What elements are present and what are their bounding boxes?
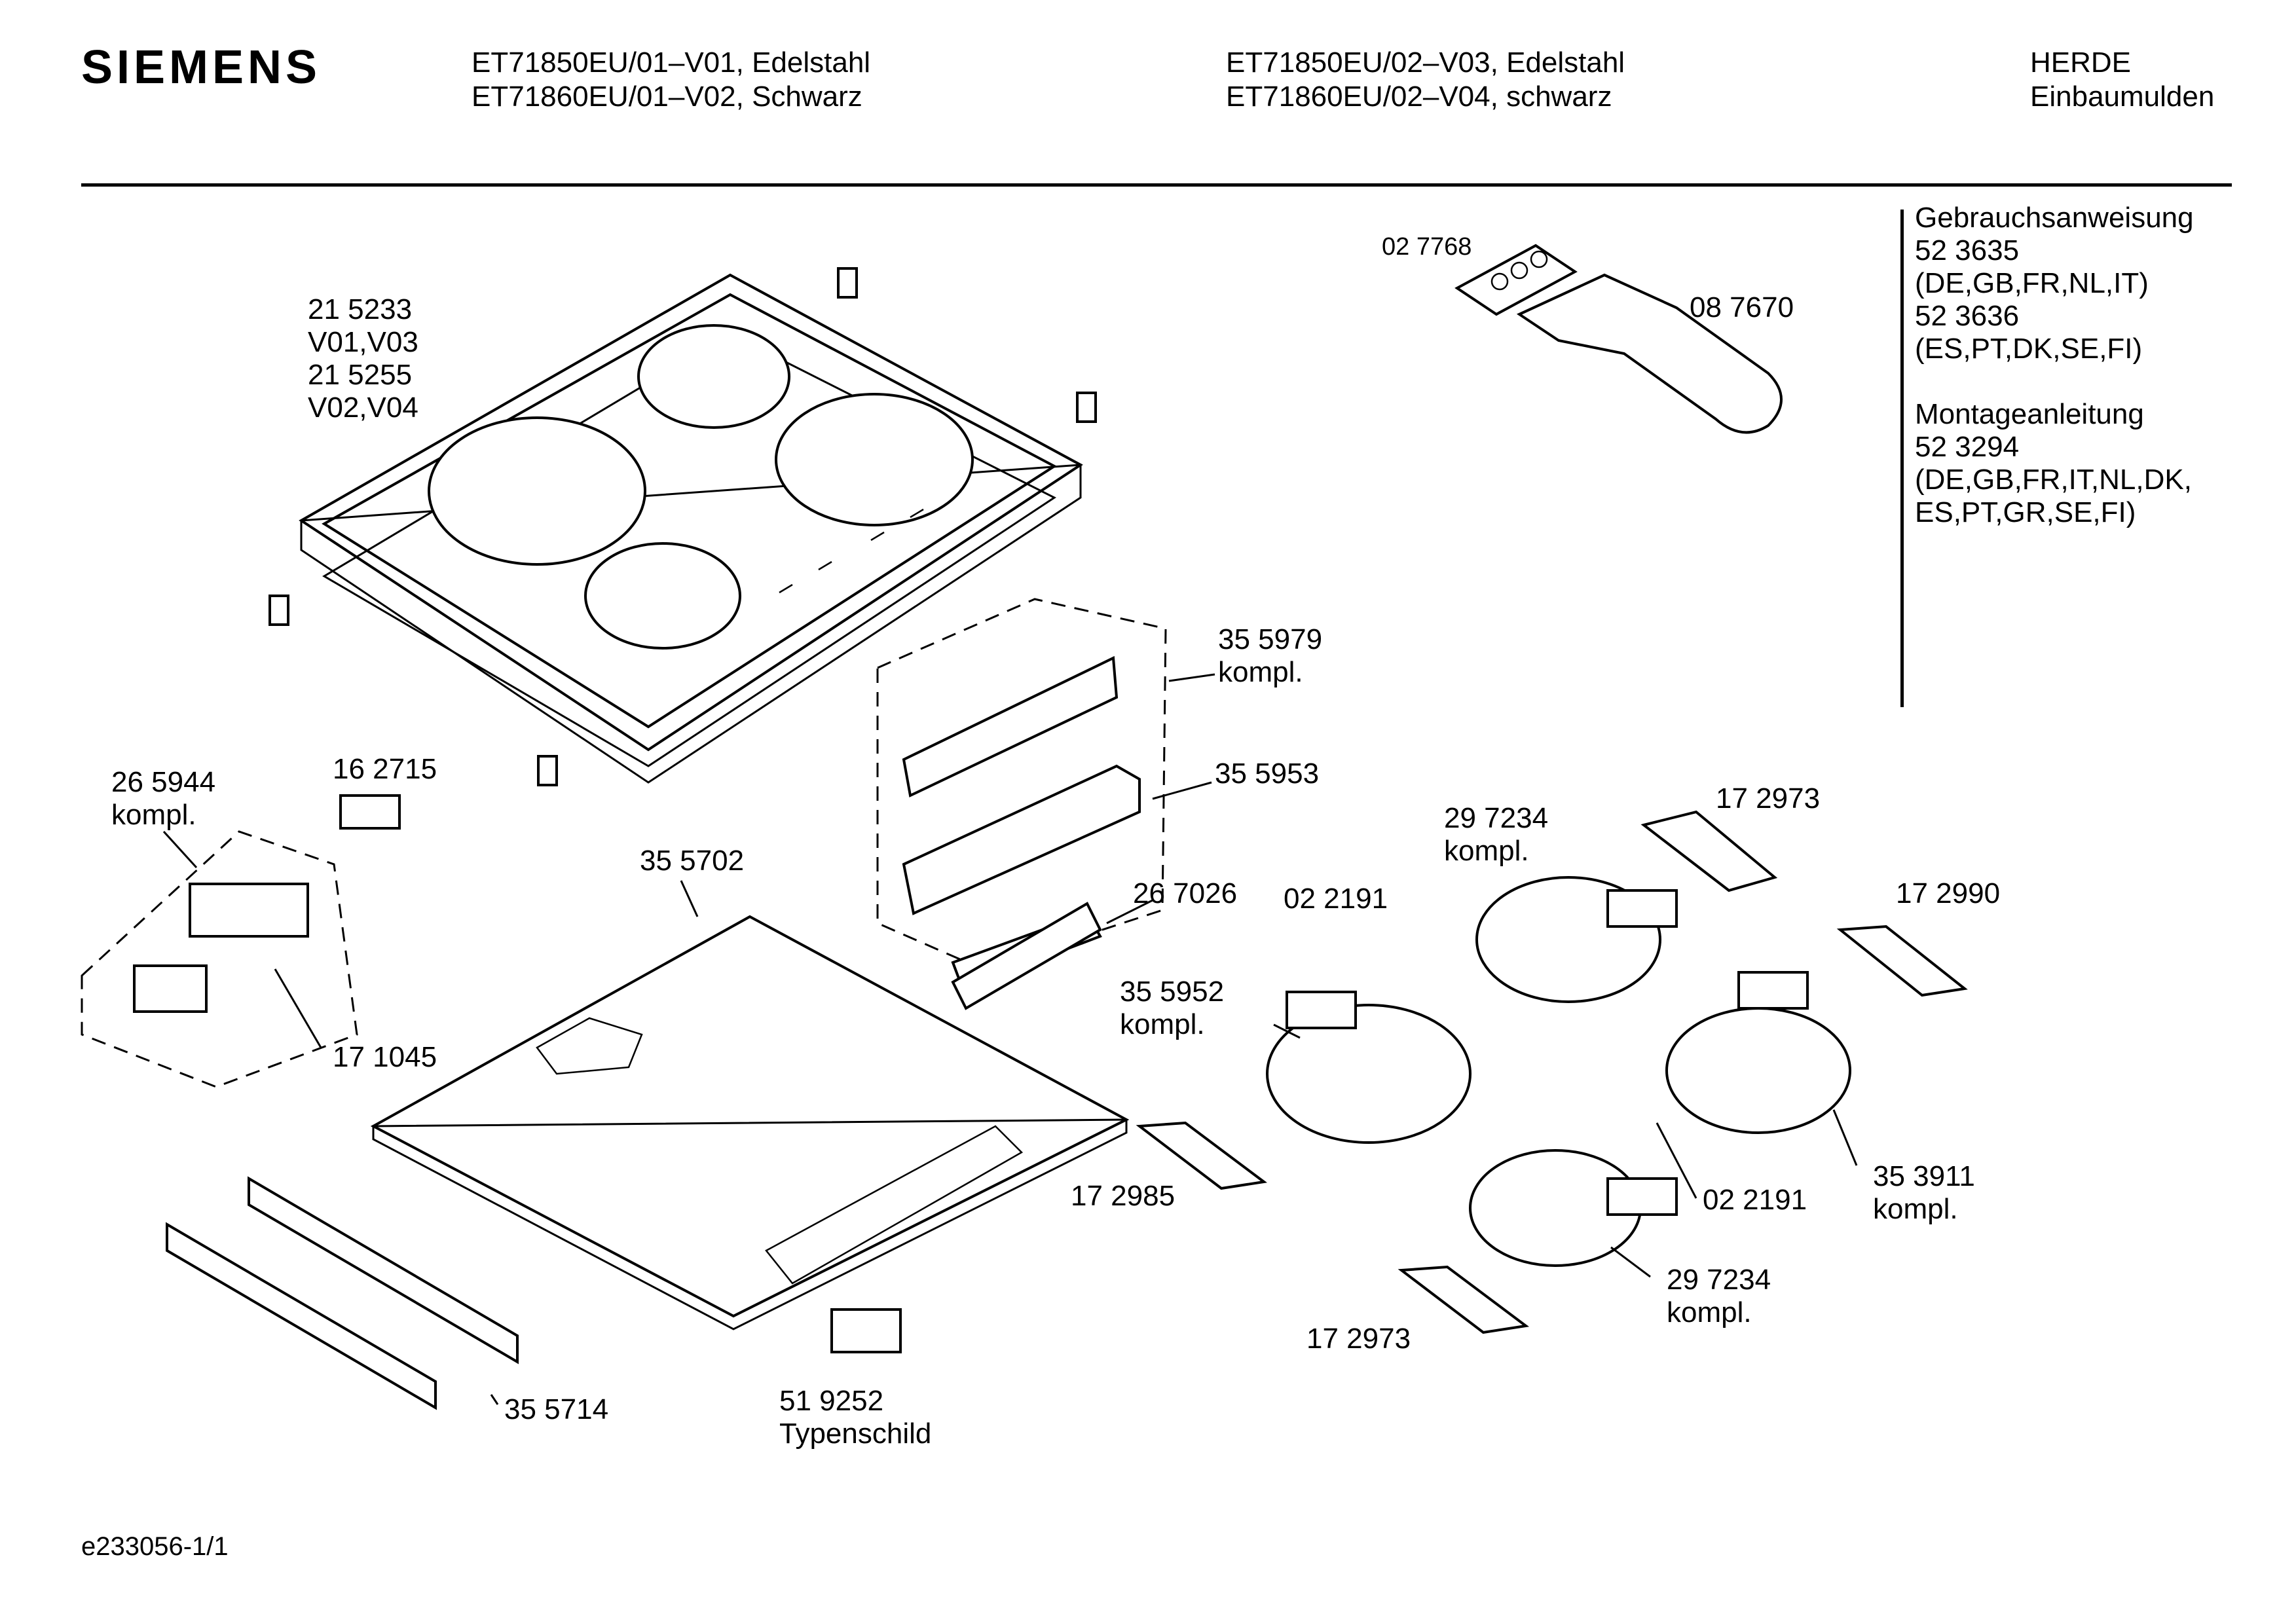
part-label-172973-top: 17 2973 bbox=[1716, 782, 1821, 815]
part-label-022191-right: 02 2191 bbox=[1703, 1184, 1807, 1216]
part-note: kompl. bbox=[1120, 1008, 1205, 1040]
part-label-267026: 26 7026 bbox=[1133, 877, 1238, 909]
part-number: 21 5255 bbox=[308, 359, 413, 391]
part-label-355979: 35 5979 kompl. bbox=[1218, 623, 1322, 689]
glass-top-drawing bbox=[299, 273, 1083, 784]
part-label-glass-top: 21 5233 V01,V03 21 5255 V02,V04 bbox=[308, 293, 418, 424]
category-line: Einbaumulden bbox=[2030, 81, 2215, 113]
part-label-172990: 17 2990 bbox=[1896, 877, 2001, 909]
part-note: kompl. bbox=[1444, 835, 1529, 867]
part-number: 35 5979 bbox=[1218, 623, 1323, 655]
part-note: kompl. bbox=[1218, 656, 1303, 688]
part-label-355702: 35 5702 bbox=[640, 845, 745, 877]
model-column-2: ET71850EU/02–V03, Edelstahl ET71860EU/02… bbox=[1226, 46, 1625, 114]
header-divider bbox=[81, 183, 2232, 187]
mounting-rails-drawing bbox=[166, 1176, 519, 1410]
part-label-297234-bottom: 29 7234 kompl. bbox=[1667, 1264, 1771, 1329]
part-label-022191-left: 02 2191 bbox=[1284, 883, 1388, 915]
install-title: Montageanleitung bbox=[1915, 398, 2144, 430]
part-label-172985: 17 2985 bbox=[1071, 1180, 1176, 1212]
part-note: kompl. bbox=[1873, 1193, 1958, 1225]
part-number: 51 9252 bbox=[779, 1385, 884, 1417]
part-number: 35 3911 bbox=[1873, 1160, 1975, 1192]
model-line: ET71860EU/02–V04, schwarz bbox=[1226, 81, 1612, 113]
model-column-1: ET71850EU/01–V01, Edelstahl ET71860EU/01… bbox=[472, 46, 870, 114]
document-code: e233056-1/1 bbox=[81, 1532, 229, 1561]
control-module-drawing bbox=[876, 598, 1167, 991]
manual-line: (ES,PT,DK,SE,FI) bbox=[1915, 333, 2143, 365]
model-line: ET71860EU/01–V02, Schwarz bbox=[472, 81, 862, 113]
manual-line: 52 3635 bbox=[1915, 234, 2020, 266]
part-label-355952: 35 5952 kompl. bbox=[1120, 976, 1224, 1041]
install-line: ES,PT,GR,SE,FI) bbox=[1915, 496, 2136, 528]
category-column: HERDE Einbaumulden bbox=[2030, 46, 2214, 114]
brackets-drawing bbox=[951, 810, 1968, 1334]
part-variant: V01,V03 bbox=[308, 326, 418, 358]
rating-plate-drawing bbox=[830, 1308, 902, 1353]
part-number: 29 7234 bbox=[1444, 802, 1549, 834]
part-number: 29 7234 bbox=[1667, 1264, 1771, 1296]
manual-line: 52 3636 bbox=[1915, 300, 2020, 332]
docs-divider bbox=[1900, 210, 1904, 707]
model-line: ET71850EU/02–V03, Edelstahl bbox=[1226, 46, 1625, 79]
install-line: 52 3294 bbox=[1915, 431, 2020, 463]
model-line: ET71850EU/01–V01, Edelstahl bbox=[472, 46, 871, 79]
part-number: 21 5233 bbox=[308, 293, 413, 325]
part-label-171045: 17 1045 bbox=[333, 1041, 437, 1073]
part-label-355953: 35 5953 bbox=[1215, 758, 1320, 790]
part-label-162715: 16 2715 bbox=[333, 753, 437, 785]
part-label-519252: 51 9252 Typenschild bbox=[779, 1385, 931, 1450]
install-line: (DE,GB,FR,IT,NL,DK, bbox=[1915, 464, 2192, 496]
part-note: Typenschild bbox=[779, 1418, 932, 1450]
part-label-027768: 02 7768 bbox=[1382, 233, 1472, 261]
part-label-297234-top: 29 7234 kompl. bbox=[1444, 802, 1548, 868]
brand-logo: SIEMENS bbox=[81, 41, 322, 94]
part-label-172973-bottom: 17 2973 bbox=[1306, 1323, 1411, 1355]
part-label-353911: 35 3911 kompl. bbox=[1873, 1160, 1975, 1226]
part-label-087670: 08 7670 bbox=[1690, 291, 1794, 323]
leader-lines bbox=[162, 673, 1858, 1405]
part-note: kompl. bbox=[1667, 1296, 1752, 1328]
scraper-drawing bbox=[1454, 244, 1783, 434]
terminal-block-drawing bbox=[81, 794, 401, 1088]
bottom-tray-drawing bbox=[370, 915, 1130, 1330]
heating-elements-drawing bbox=[1266, 876, 1851, 1267]
part-label-355714: 35 5714 bbox=[504, 1393, 609, 1425]
documentation-list: Gebrauchsanweisung 52 3635 (DE,GB,FR,NL,… bbox=[1915, 202, 2194, 529]
part-number: 35 5952 bbox=[1120, 976, 1225, 1008]
part-variant: V02,V04 bbox=[308, 392, 418, 424]
manual-line: (DE,GB,FR,NL,IT) bbox=[1915, 267, 2149, 299]
manual-title: Gebrauchsanweisung bbox=[1915, 202, 2194, 234]
part-number: 26 5944 bbox=[111, 766, 216, 798]
clip-drawing bbox=[268, 267, 1097, 786]
part-note: kompl. bbox=[111, 799, 196, 831]
category-line: HERDE bbox=[2030, 46, 2132, 79]
part-label-265944: 26 5944 kompl. bbox=[111, 766, 215, 832]
